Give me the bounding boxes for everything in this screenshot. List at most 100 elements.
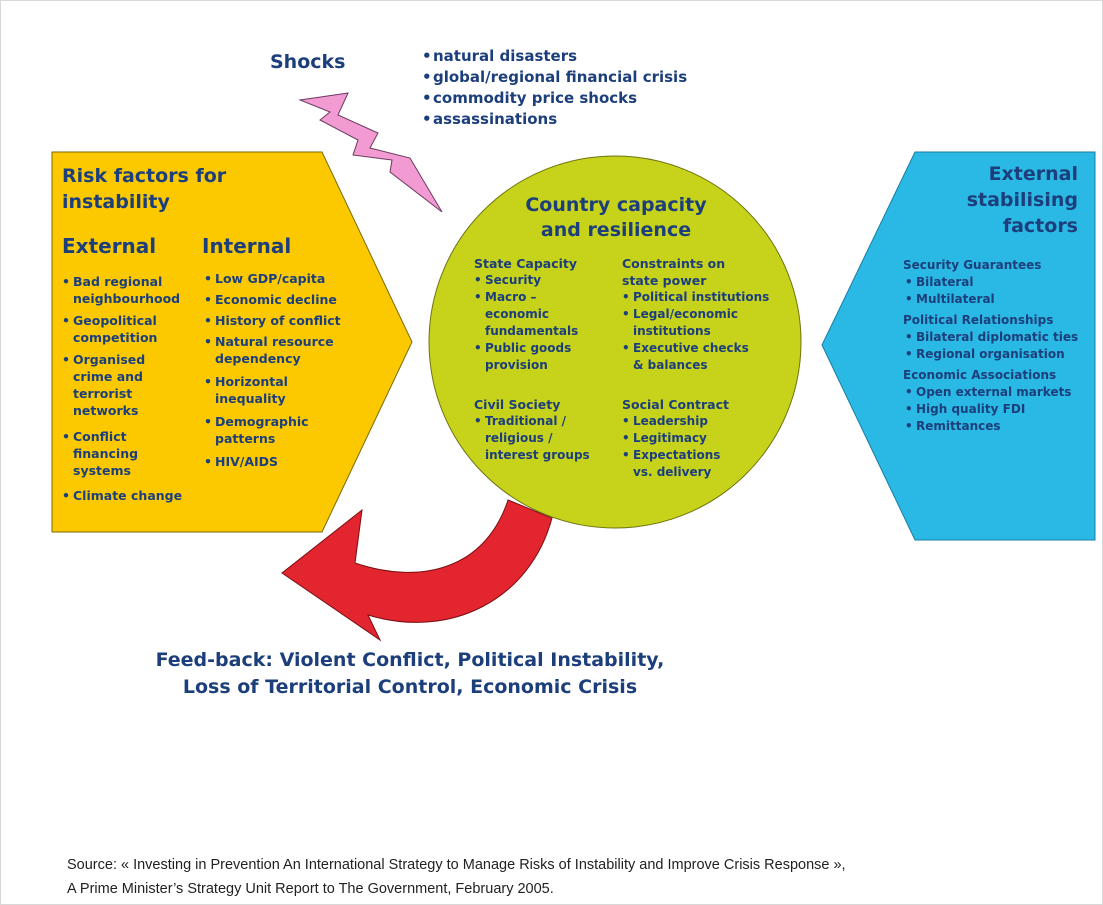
item-line: Expectations (633, 448, 721, 462)
item-line: Bad regional (73, 274, 163, 289)
shock-item: global/regional financial crisis (422, 67, 687, 88)
item-line: neighbourhood (73, 291, 181, 306)
stabilising-group: Economic Associations Open external mark… (903, 367, 1093, 435)
item-line: Demographic (215, 414, 309, 429)
item-line: Security (485, 273, 542, 287)
lightning-bolt-icon (298, 92, 443, 213)
item-line: History of conflict (215, 313, 341, 328)
capacity-title-line: and resilience (540, 219, 692, 241)
shock-item: assassinations (422, 109, 687, 130)
item-line: Conflict (73, 429, 127, 444)
stabilising-item: Regional organisation (905, 346, 1093, 363)
social-contract-block: Social Contract Leadership Legitimacy Ex… (622, 396, 762, 481)
item-line: interest groups (485, 448, 590, 462)
capacity-title-line: Country capacity (525, 194, 707, 216)
civil-society-block: Civil Society Traditional / religious / … (474, 396, 614, 464)
external-risk-list: Bad regional neighbourhood Geopolitical … (62, 273, 197, 504)
shocks-list: natural disasters global/regional financ… (422, 46, 687, 130)
item-line: Natural resource (215, 334, 334, 349)
item-line: & balances (633, 358, 708, 372)
stabilising-item: Bilateral diplomatic ties (905, 329, 1093, 346)
civil-society-heading: Civil Society (474, 397, 561, 412)
item-line: Legal/economic (633, 307, 738, 321)
item-line: patterns (215, 431, 276, 446)
external-risk-item: Conflict financing systems (62, 428, 197, 479)
stabilising-group-list: Open external markets High quality FDI R… (903, 384, 1093, 435)
item-line: institutions (633, 324, 711, 338)
internal-risk-item: Demographic patterns (204, 413, 354, 447)
item-line: competition (73, 330, 158, 345)
stabilising-group-heading: Political Relationships (903, 313, 1054, 327)
stabilising-item: Open external markets (905, 384, 1093, 401)
constraints-item: Legal/economic institutions (622, 306, 792, 340)
item-line: economic (485, 307, 550, 321)
stabilising-group-heading: Economic Associations (903, 368, 1057, 382)
feedback-line: Feed-back: Violent Conflict, Political I… (155, 649, 665, 671)
internal-risk-item: History of conflict (204, 312, 354, 329)
constraints-list: Political institutions Legal/economic in… (622, 289, 792, 374)
item-line: Traditional / (485, 414, 566, 428)
item-line: Low GDP/capita (215, 271, 326, 286)
item-line: provision (485, 358, 548, 372)
shocks-title: Shocks (270, 51, 346, 73)
feedback-caption: Feed-back: Violent Conflict, Political I… (150, 647, 670, 701)
stabilising-group-list: Bilateral Multilateral (903, 274, 1093, 308)
stabilising-group-list: Bilateral diplomatic ties Regional organ… (903, 329, 1093, 363)
item-line: Macro – (485, 290, 537, 304)
social-contract-list: Leadership Legitimacy Expectations vs. d… (622, 413, 762, 481)
external-risk-item: Organised crime and terrorist networks (62, 351, 197, 419)
risk-factors-title-line: instability (62, 191, 170, 213)
item-line: crime and (73, 369, 143, 384)
item-line: networks (73, 403, 139, 418)
shock-item: natural disasters (422, 46, 687, 67)
item-line: Economic decline (215, 292, 337, 307)
internal-risk-list: Low GDP/capita Economic decline History … (204, 270, 354, 470)
internal-risk-item: Economic decline (204, 291, 354, 308)
civil-society-item: Traditional / religious / interest group… (474, 413, 614, 464)
capacity-title: Country capacity and resilience (500, 193, 732, 243)
item-line: Geopolitical (73, 313, 157, 328)
item-line: systems (73, 463, 131, 478)
constraints-block: Constraints on state power Political ins… (622, 255, 792, 374)
feedback-arrow (281, 499, 553, 642)
state-capacity-block: State Capacity Security Macro – economic… (474, 255, 614, 374)
stabilising-group-heading: Security Guarantees (903, 258, 1042, 272)
item-line: Political institutions (633, 290, 770, 304)
stabilising-group: Security Guarantees Bilateral Multilater… (903, 257, 1093, 308)
internal-risk-item: Horizontal inequality (204, 373, 354, 407)
constraints-heading: state power (622, 273, 707, 288)
external-stabilising-title-line: External (988, 163, 1078, 185)
constraints-item: Political institutions (622, 289, 792, 306)
internal-risk-item: HIV/AIDS (204, 453, 354, 470)
shock-item: commodity price shocks (422, 88, 687, 109)
item-line: Climate change (73, 488, 183, 503)
stabilising-item: Multilateral (905, 291, 1093, 308)
risk-factors-title: Risk factors for instability (62, 163, 226, 215)
state-capacity-item: Public goods provision (474, 340, 614, 374)
external-stabilising-groups: Security Guarantees Bilateral Multilater… (903, 257, 1093, 435)
item-line: religious / (485, 431, 553, 445)
internal-risk-item: Natural resource dependency (204, 333, 354, 367)
internal-risk-item: Low GDP/capita (204, 270, 354, 287)
source-line: A Prime Minister’s Strategy Unit Report … (67, 881, 554, 897)
external-stabilising-title-line: stabilising (966, 189, 1078, 211)
item-line: Legitimacy (633, 431, 707, 445)
stabilising-group: Political Relationships Bilateral diplom… (903, 312, 1093, 363)
social-contract-item: Leadership (622, 413, 762, 430)
stabilising-item: Remittances (905, 418, 1093, 435)
civil-society-list: Traditional / religious / interest group… (474, 413, 614, 464)
stabilising-item: Bilateral (905, 274, 1093, 291)
item-line: HIV/AIDS (215, 454, 279, 469)
state-capacity-item: Macro – economic fundamentals (474, 289, 614, 340)
feedback-line: Loss of Territorial Control, Economic Cr… (182, 676, 638, 698)
item-line: Organised (73, 352, 146, 367)
item-line: Horizontal (215, 374, 288, 389)
item-line: inequality (215, 391, 286, 406)
external-risk-item: Climate change (62, 487, 197, 504)
item-line: fundamentals (485, 324, 579, 338)
item-line: dependency (215, 351, 301, 366)
external-stabilising-title: External stabilising factors (930, 161, 1078, 239)
stabilising-item: High quality FDI (905, 401, 1093, 418)
item-line: Leadership (633, 414, 708, 428)
constraints-item: Executive checks & balances (622, 340, 792, 374)
